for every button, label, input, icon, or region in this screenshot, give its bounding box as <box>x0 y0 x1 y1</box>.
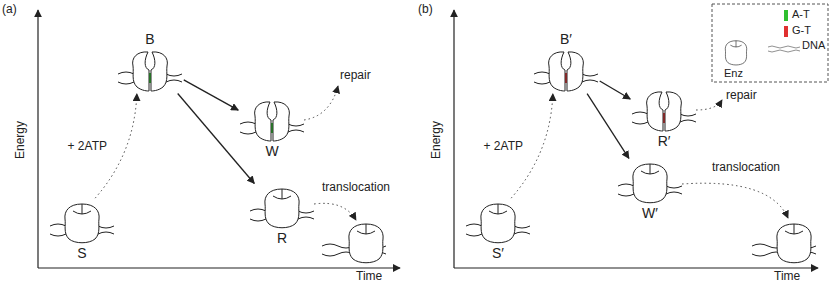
state-label: B′ <box>534 30 598 48</box>
axes-b <box>453 10 454 268</box>
figure-label: repair <box>340 68 371 82</box>
figure-label: translocation <box>712 160 780 174</box>
enzyme-state: R <box>250 185 314 247</box>
dna-strands <box>632 112 696 124</box>
enzyme-state: B′ <box>534 30 598 92</box>
figure-label-slot: repair <box>340 68 371 82</box>
figure-label-slot: Time <box>774 269 800 283</box>
transition-arrow <box>587 94 629 159</box>
transition-arrow <box>184 80 239 110</box>
axes-a <box>38 10 400 268</box>
legend-text-slot: DNA <box>802 38 825 52</box>
dna-strands <box>534 72 598 84</box>
translocated-enzyme-a <box>322 224 386 263</box>
legend-text-slot: A-T <box>792 7 810 21</box>
enzyme-picture <box>466 200 530 244</box>
transition-arrow <box>178 94 255 184</box>
state-label: W′ <box>618 204 682 222</box>
axes-b <box>454 267 818 268</box>
figure-label-slot: (b) <box>418 2 433 16</box>
axis-label-slot: Energy <box>13 121 27 159</box>
legend-frame <box>712 4 828 82</box>
state-label: B <box>118 30 182 48</box>
enzyme-body <box>133 52 168 91</box>
figure-label: Time <box>356 269 382 283</box>
dotted-pathway <box>304 86 788 220</box>
state-label: S′ <box>466 244 530 262</box>
figure-label-slot: Time <box>356 269 382 283</box>
legend-frame <box>725 41 746 65</box>
figure-label-slot: (a) <box>2 2 17 16</box>
axes-a <box>37 10 38 268</box>
dna-strands <box>118 72 182 84</box>
enzyme-state: S′ <box>466 200 530 262</box>
enzyme-body <box>633 164 667 203</box>
enzyme-picture <box>118 48 182 92</box>
legend-text-slot: G-T <box>792 23 811 37</box>
edge-label-slot: + 2ATP <box>67 139 108 153</box>
dna-strands <box>240 122 304 134</box>
enzyme-body <box>481 204 515 243</box>
figure-label: translocation <box>322 180 390 194</box>
edge-label-slot: + 2ATP <box>483 139 524 153</box>
edge-label: + 2ATP <box>67 139 108 153</box>
legend-swatch <box>784 26 788 37</box>
edge-label: + 2ATP <box>483 139 524 153</box>
figure-label-slot: translocation <box>322 180 390 194</box>
enzyme-picture <box>618 160 682 204</box>
figure-label: (a) <box>2 2 17 16</box>
legend-text: Enz <box>724 66 743 80</box>
state-label: W <box>240 142 304 160</box>
axis-label: Energy <box>429 121 443 159</box>
dotted-pathway <box>314 203 356 220</box>
enzyme-picture <box>50 200 114 244</box>
figure-label-slot: translocation <box>712 160 780 174</box>
state-label: S <box>50 244 114 262</box>
enzyme-body <box>255 102 290 141</box>
enzyme-body <box>65 204 99 243</box>
legend-text-slot: Enz <box>724 66 743 80</box>
figure-label: repair <box>726 88 757 102</box>
axis-label-slot: Energy <box>429 121 443 159</box>
enzyme-body <box>549 52 584 91</box>
figure-label: (b) <box>418 2 433 16</box>
transition-arrow <box>600 81 631 99</box>
legend-swatch <box>784 10 788 21</box>
axis-label: Energy <box>13 121 27 159</box>
figure-label-slot: repair <box>726 88 757 102</box>
axes-b <box>454 10 818 268</box>
enzyme-picture <box>250 185 314 229</box>
figure-label: Time <box>774 269 800 283</box>
enzyme-state: R′ <box>632 88 696 150</box>
legend-text: DNA <box>802 38 825 52</box>
dotted-pathway <box>682 183 788 218</box>
enzyme-state: W′ <box>618 160 682 222</box>
enzyme-state: B <box>118 30 182 92</box>
axes-a <box>38 267 400 268</box>
enzyme-body <box>647 92 682 131</box>
legend-frame <box>712 4 828 82</box>
enzyme-state: W <box>240 98 304 160</box>
translocated-enzyme-a <box>349 224 383 263</box>
enzyme-picture <box>240 98 304 142</box>
legend-text: G-T <box>792 23 811 37</box>
enzyme-picture <box>534 48 598 92</box>
state-label: R <box>250 229 314 247</box>
enzyme-picture <box>632 88 696 132</box>
dotted-pathway <box>696 100 722 110</box>
state-label: R′ <box>632 132 696 150</box>
dotted-pathway <box>304 86 338 120</box>
legend-frame <box>768 46 800 52</box>
translocated-enzyme-b <box>777 224 811 263</box>
translocated-enzyme-b <box>752 224 816 263</box>
enzyme-body <box>265 189 299 228</box>
legend-text: A-T <box>792 7 810 21</box>
enzyme-state: S <box>50 200 114 262</box>
